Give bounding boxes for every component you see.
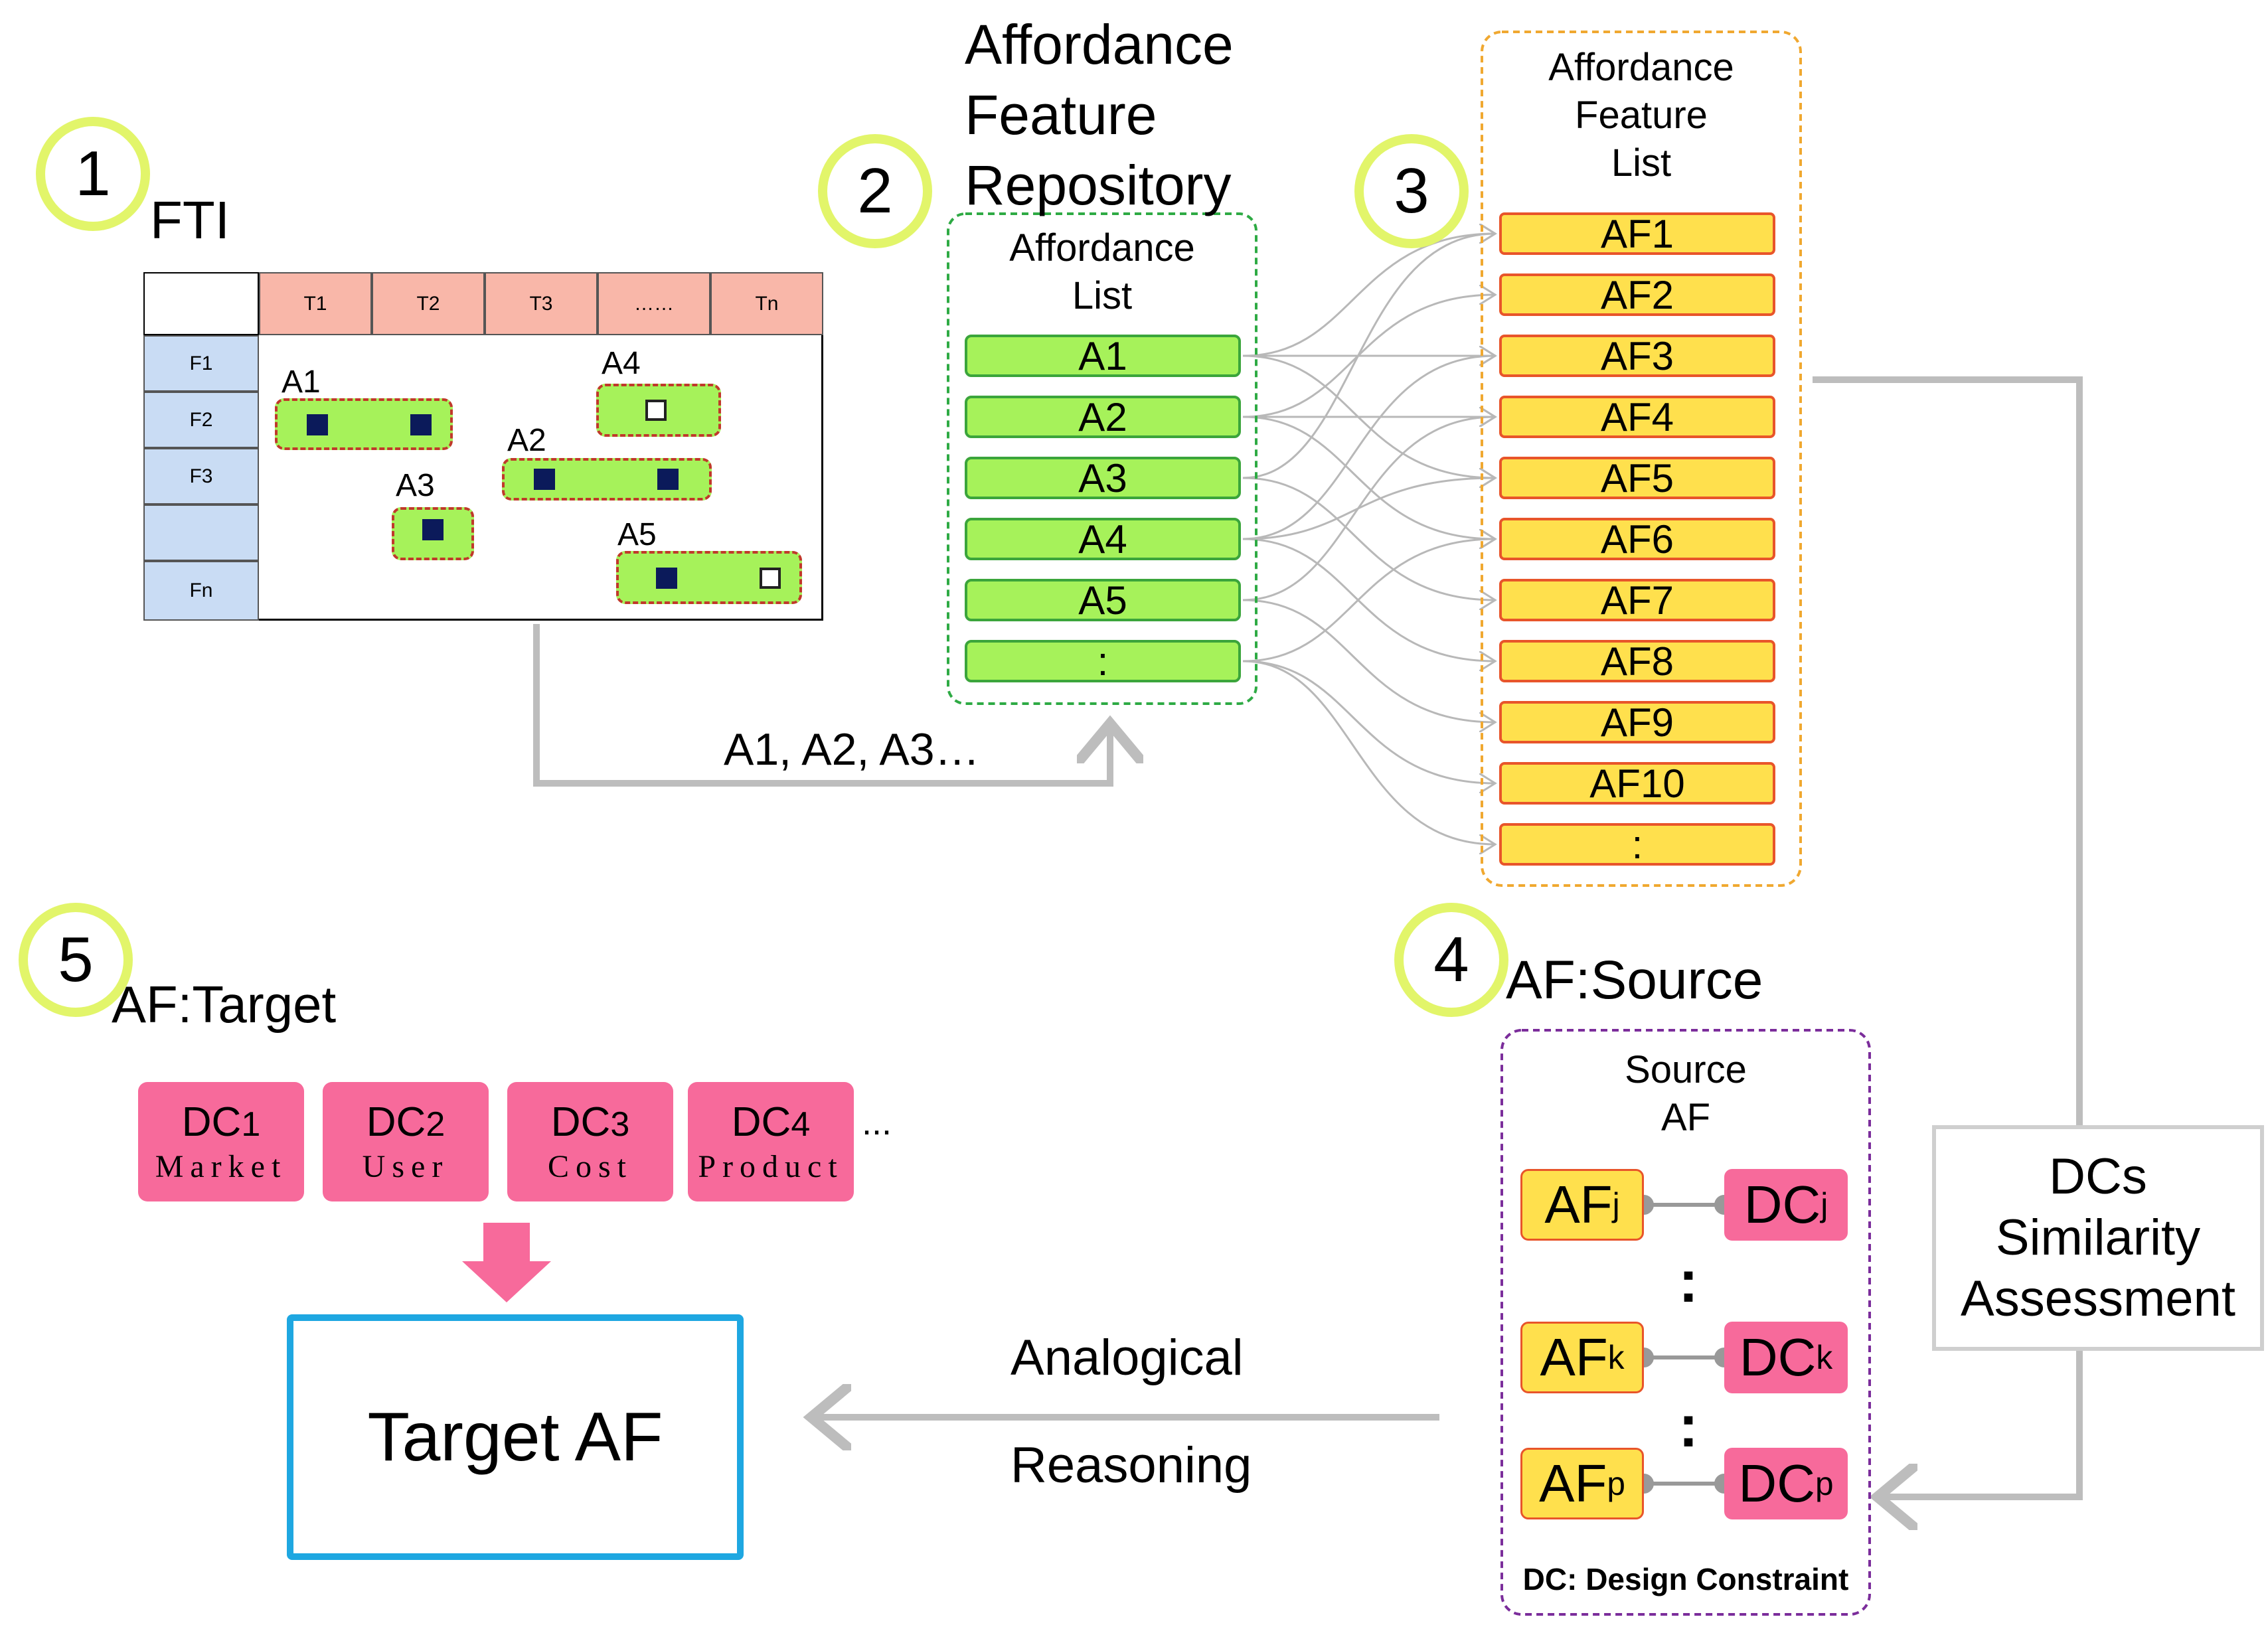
fti-column-header: Tn xyxy=(710,272,823,335)
target-title: AF:Target xyxy=(112,975,337,1034)
source-af-frame xyxy=(1500,1029,1871,1616)
bar-label-a2: A2 xyxy=(507,423,546,458)
feature-item: : xyxy=(1499,822,1775,867)
source-footer: DC: Design Constraint xyxy=(1522,1562,1849,1596)
repository-title: Affordance Feature Repository xyxy=(965,13,1234,216)
task-marker xyxy=(534,469,555,490)
affordance-feature-link xyxy=(1242,599,1495,722)
task-marker xyxy=(410,414,432,435)
constraint-product: DC4 Product xyxy=(688,1082,854,1201)
feature-item: AF1 xyxy=(1499,212,1775,256)
feature-item: AF4 xyxy=(1499,395,1775,439)
affordance-list-title: Affordance List xyxy=(1009,226,1195,317)
feature-item: AF7 xyxy=(1499,578,1775,623)
constraints-more: ... xyxy=(862,1103,892,1142)
constraint-market: DC1 Market xyxy=(138,1082,304,1201)
affordance-item: A1 xyxy=(965,334,1241,378)
target-af-box: Target AF xyxy=(287,1314,744,1560)
source-box-title: Source AF xyxy=(1625,1048,1747,1139)
feature-list-frame xyxy=(1481,31,1802,887)
similarity-to-source-arrow xyxy=(1884,1351,2083,1497)
feature-item: AF2 xyxy=(1499,273,1775,317)
fti-column-header: T2 xyxy=(372,272,485,335)
source-ellipsis: : xyxy=(1678,1249,1698,1315)
bar-label-a5: A5 xyxy=(617,517,657,552)
fti-row-header: F2 xyxy=(143,392,259,448)
step-number-1: 1 xyxy=(36,117,150,231)
affordance-feature-link xyxy=(1242,234,1495,357)
flow-label: A1, A2, A3… xyxy=(724,724,980,775)
affordance-feature-link xyxy=(1242,417,1495,601)
source-title: AF:Source xyxy=(1506,950,1763,1010)
fti-row-header: Fn xyxy=(143,561,259,621)
affordance-item: A5 xyxy=(965,578,1241,623)
fti-title: FTI xyxy=(150,191,230,250)
constraint-user: DC2 User xyxy=(323,1082,489,1201)
source-ellipsis: : xyxy=(1678,1393,1698,1460)
affordance-feature-link xyxy=(1242,477,1495,600)
bar-label-a3: A3 xyxy=(396,468,435,503)
fti-column-header: T1 xyxy=(259,272,372,335)
fti-column-header: T3 xyxy=(485,272,598,335)
affordance-item: A3 xyxy=(965,456,1241,501)
affordance-item: : xyxy=(965,639,1241,684)
affordance-item: A4 xyxy=(965,517,1241,562)
affordance-feature-link xyxy=(1242,234,1495,479)
step-number-4: 4 xyxy=(1394,903,1508,1017)
fti-bar-a5 xyxy=(616,551,802,604)
feature-item: AF6 xyxy=(1499,517,1775,562)
fti-row-header: F3 xyxy=(143,448,259,504)
affordance-item: A2 xyxy=(965,395,1241,439)
affordance-feature-link xyxy=(1242,660,1495,783)
constraints-to-target-arrow xyxy=(462,1223,551,1302)
step-number-2: 2 xyxy=(818,134,932,248)
step-number-3: 3 xyxy=(1354,134,1469,248)
affordance-repository-frame xyxy=(947,212,1257,705)
features-to-similarity-line xyxy=(1813,376,2083,1125)
affordance-feature-link xyxy=(1242,416,1495,539)
fti-row-header xyxy=(143,504,259,561)
affordance-feature-link xyxy=(1242,356,1495,540)
constraint-cost: DC3 Cost xyxy=(507,1082,673,1201)
reasoning-label-top: Analogical xyxy=(1011,1330,1244,1386)
task-marker xyxy=(656,568,677,589)
fti-corner-cell xyxy=(143,272,259,335)
similarity-assessment-box: DCs Similarity Assessment xyxy=(1932,1125,2264,1351)
bar-label-a1: A1 xyxy=(282,364,321,400)
affordance-feature-link xyxy=(1242,539,1495,662)
bar-label-a4: A4 xyxy=(602,346,641,381)
fti-column-header: …… xyxy=(598,272,710,335)
affordance-feature-link xyxy=(1242,660,1495,844)
fti-to-repository-arrow xyxy=(533,624,1110,787)
task-marker xyxy=(307,414,328,435)
feature-item: AF10 xyxy=(1499,761,1775,806)
feature-item: AF3 xyxy=(1499,334,1775,378)
task-marker xyxy=(657,469,679,490)
task-marker xyxy=(645,400,667,421)
task-marker xyxy=(422,519,444,540)
feature-item: AF9 xyxy=(1499,700,1775,745)
reasoning-label-bottom: Reasoning xyxy=(1011,1437,1252,1494)
fti-row-header: F1 xyxy=(143,335,259,392)
feature-item: AF5 xyxy=(1499,456,1775,501)
task-marker xyxy=(760,568,781,589)
affordance-feature-link xyxy=(1242,538,1495,661)
feature-item: AF8 xyxy=(1499,639,1775,684)
affordance-feature-links xyxy=(1242,234,1495,844)
feature-list-title: Affordance Feature List xyxy=(1548,46,1734,185)
